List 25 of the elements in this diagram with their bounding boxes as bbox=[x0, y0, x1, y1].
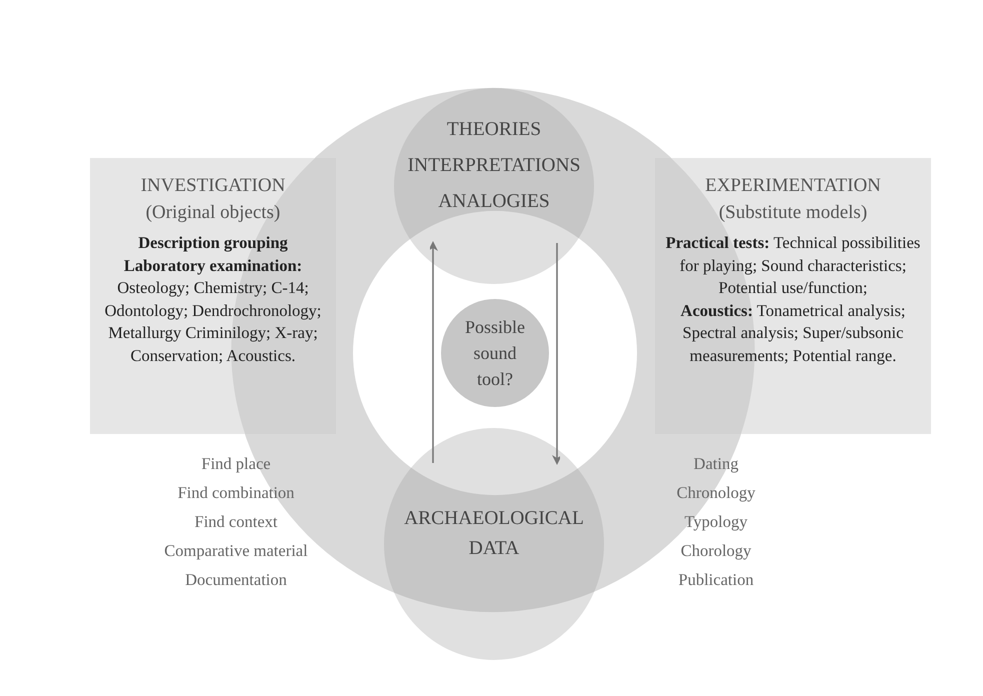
list-item: Typology bbox=[684, 512, 748, 532]
investigation-panel bbox=[90, 158, 336, 434]
list-item: Find combination bbox=[178, 483, 294, 503]
panel-heading: EXPERIMENTATION bbox=[705, 174, 881, 198]
list-item: Chorology bbox=[680, 541, 752, 561]
circle-label: Possible sound tool? bbox=[464, 316, 526, 391]
list-item: Documentation bbox=[185, 570, 287, 590]
list-item: Chronology bbox=[676, 483, 756, 503]
panel-heading: INVESTIGATION bbox=[140, 174, 286, 198]
arrow bbox=[430, 241, 438, 463]
panel-text: Description grouping bbox=[138, 232, 288, 254]
panel-text: Practical tests: Technical possibilities for playing; Sound characteristics; Potential use/function; bbox=[664, 232, 922, 299]
list-item: Find context bbox=[194, 512, 278, 532]
panel-subheading: (Original objects) bbox=[146, 201, 280, 225]
panel-text: Laboratory examination: Osteology; Chemistry; C-14; Odontology; Dendrochronology; Metallurgy Criminilogy; X-ray; Conservation; Acoustics. bbox=[104, 254, 322, 366]
panel-subheading: (Substitute models) bbox=[718, 201, 868, 225]
circle-label: THEORIES INTERPRETATIONS ANALOGIES bbox=[406, 118, 582, 214]
arrow bbox=[552, 243, 560, 465]
list-item: Dating bbox=[694, 454, 738, 474]
list-item: Publication bbox=[678, 570, 754, 590]
list-item: Find place bbox=[201, 454, 271, 474]
list-item: Comparative material bbox=[164, 541, 308, 561]
panel-text: Acoustics: Tonametrical analysis; Spectral analysis; Super/subsonic measurements; Potential range. bbox=[680, 300, 906, 367]
experimentation-panel bbox=[655, 158, 931, 434]
circle-label: ARCHAEOLOGICAL DATA bbox=[403, 507, 585, 561]
